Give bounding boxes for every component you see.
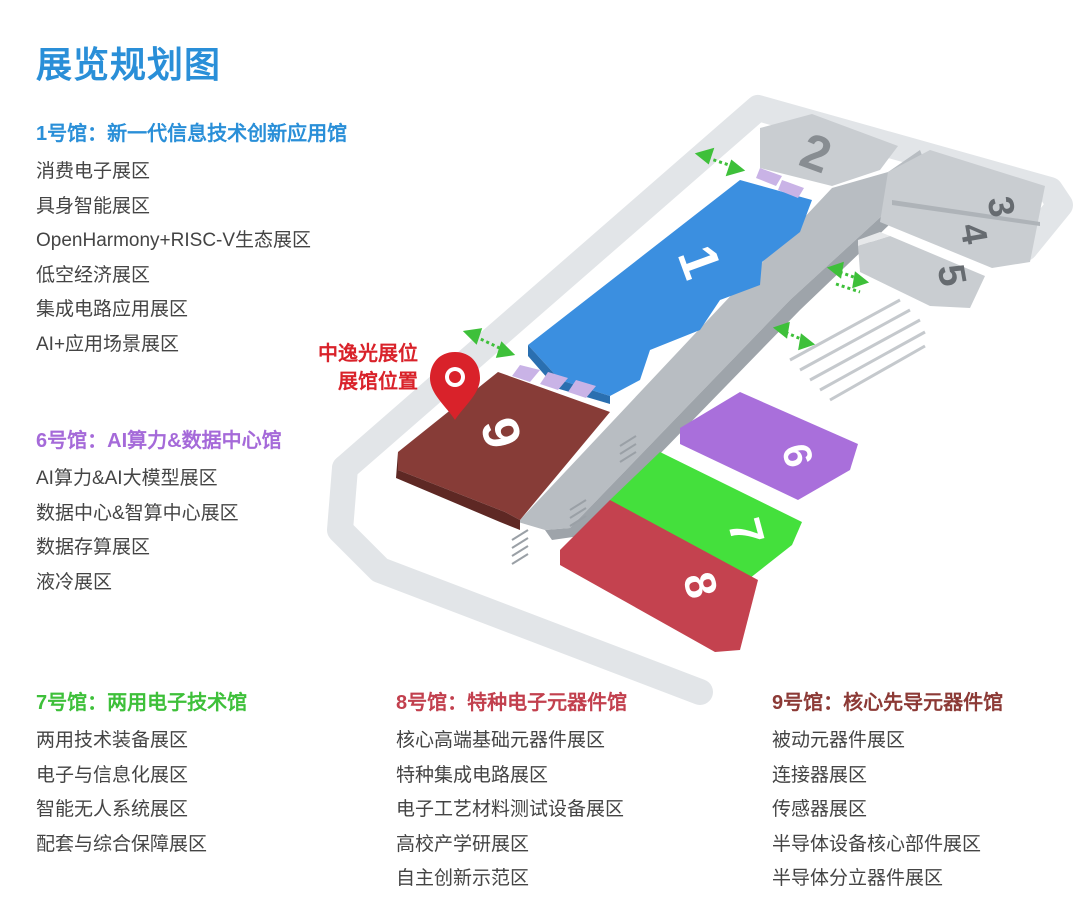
outer-road-west — [327, 455, 713, 705]
hall-1-zone: AI+应用场景展区 — [36, 333, 180, 355]
hall-9-block — [398, 372, 610, 520]
hall-3-4-block — [880, 150, 1045, 268]
hall-9-zone: 半导体设备核心部件展区 — [772, 833, 982, 855]
hall-6-zone: 液冷展区 — [36, 571, 113, 593]
hall-1-zone-list: 消费电子展区 具身智能展区 OpenHarmony+RISC-V生态展区 低空经… — [36, 155, 347, 363]
hall-8-zone: 高校产学研展区 — [396, 833, 530, 855]
hall-8-zone: 电子工艺材料测试设备展区 — [396, 799, 625, 821]
hall-2-block — [760, 114, 898, 186]
hall-1-side — [528, 345, 610, 404]
hall-7-zone: 两用技术装备展区 — [36, 730, 189, 751]
location-pin-icon — [430, 352, 480, 420]
hall-7-block — [610, 452, 802, 582]
hall-6-title: 6号馆：AI算力&数据中心馆 — [36, 430, 282, 452]
east-plaza-stripes — [789, 298, 926, 402]
hall-7-zone: 智能无人系统展区 — [36, 799, 189, 821]
hall-1-title: 1号馆：新一代信息技术创新应用馆 — [36, 123, 348, 145]
page-title: 展览规划图 — [36, 44, 222, 85]
hall-6-zone-list: AI算力&AI大模型展区 数据中心&智算中心展区 数据存算展区 液冷展区 — [36, 462, 282, 600]
hall-7-info: 7号馆：两用电子技术馆 两用技术装备展区 电子与信息化展区 智能无人系统展区 配… — [36, 686, 247, 862]
hall-9-zone-list: 被动元器件展区 连接器展区 传感器展区 半导体设备核心部件展区 半导体分立器件展… — [772, 724, 1003, 897]
central-corridor — [518, 150, 930, 530]
hall-8-zone: 特种集成电路展区 — [396, 764, 549, 786]
hall-7-title: 7号馆：两用电子技术馆 — [36, 692, 248, 714]
arrow-icon — [694, 147, 746, 177]
arrow-icon — [826, 261, 870, 289]
hall-9-title: 9号馆：核心先导元器件馆 — [772, 692, 1004, 714]
hall-1-block — [528, 180, 812, 396]
arrow-icon — [772, 321, 816, 351]
hall-8-zone: 核心高端基础元器件展区 — [396, 730, 606, 751]
hall-8-block — [560, 500, 758, 652]
booth-label-line2: 展馆位置 — [338, 371, 418, 393]
hall-7-zone: 电子与信息化展区 — [36, 764, 189, 786]
hall-6-info: 6号馆：AI算力&数据中心馆 AI算力&AI大模型展区 数据中心&智算中心展区 … — [36, 424, 282, 600]
hall-9-info: 9号馆：核心先导元器件馆 被动元器件展区 连接器展区 传感器展区 半导体设备核心… — [772, 686, 1003, 897]
hall-1-zone: 消费电子展区 — [36, 161, 151, 182]
hall-3-4-divider — [892, 200, 1040, 226]
hall-6-zone: 数据中心&智算中心展区 — [36, 502, 239, 524]
arrow-icon — [462, 328, 516, 358]
booth-label-line1: 中逸光展位 — [318, 343, 418, 365]
outer-road — [332, 95, 1073, 481]
hall-9-zone: 半导体分立器件展区 — [772, 868, 944, 890]
hall-9-zone: 传感器展区 — [772, 799, 868, 821]
arrow-icon — [835, 282, 861, 294]
booth-location-label: 中逸光展位 展馆位置 — [298, 340, 418, 396]
hall-7-zone: 配套与综合保障展区 — [36, 833, 208, 855]
hall-6-zone: 数据存算展区 — [36, 537, 151, 559]
hall-5-block — [858, 236, 985, 308]
hall-1-info: 1号馆：新一代信息技术创新应用馆 消费电子展区 具身智能展区 OpenHarmo… — [36, 117, 347, 363]
hall-6-block — [680, 392, 858, 500]
hall-9-zone: 被动元器件展区 — [772, 730, 906, 751]
hall-9-side — [396, 452, 520, 530]
hall-1-zone: 低空经济展区 — [36, 264, 151, 286]
hall-6-zone: AI算力&AI大模型展区 — [36, 468, 218, 489]
hall-1-zone: OpenHarmony+RISC-V生态展区 — [36, 230, 312, 252]
hall-9-zone: 连接器展区 — [772, 764, 868, 786]
hall-8-title: 8号馆：特种电子元器件馆 — [396, 692, 628, 714]
hall-1-zone: 具身智能展区 — [36, 195, 151, 217]
hall-8-info: 8号馆：特种电子元器件馆 核心高端基础元器件展区 特种集成电路展区 电子工艺材料… — [396, 686, 627, 897]
hall-7-zone-list: 两用技术装备展区 电子与信息化展区 智能无人系统展区 配套与综合保障展区 — [36, 724, 247, 862]
stairs-hatch — [511, 435, 637, 565]
connector-arrows — [462, 147, 870, 358]
hall-1-zone: 集成电路应用展区 — [36, 299, 189, 321]
hall-8-zone-list: 核心高端基础元器件展区 特种集成电路展区 电子工艺材料测试设备展区 高校产学研展… — [396, 724, 627, 897]
hall-connectors — [512, 168, 804, 398]
hall-5-top — [858, 232, 890, 246]
hall-8-zone: 自主创新示范区 — [396, 868, 530, 890]
